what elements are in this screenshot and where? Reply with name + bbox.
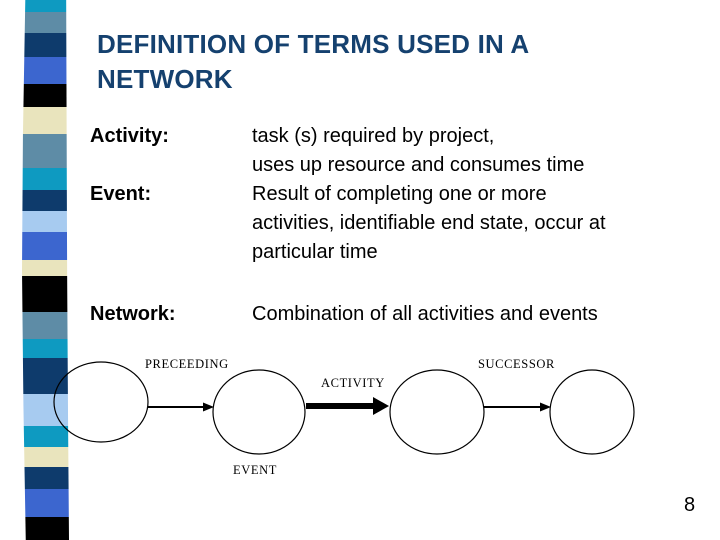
event-node-ellipse: [212, 369, 306, 455]
term-definition: Result of completing one or more activit…: [252, 183, 606, 263]
successor-label: SUCCESSOR: [478, 357, 555, 371]
definitions-list: Activity: task (s) required by project, u…: [90, 122, 690, 329]
strip-segment: [22, 84, 69, 107]
strip-segment: [22, 12, 69, 33]
end-event-node-ellipse: [549, 369, 635, 455]
strip-segment: [22, 489, 69, 517]
strip-segment: [22, 394, 69, 426]
strip-segment: [22, 107, 69, 134]
strip-segment: [22, 57, 69, 84]
term-definition: task (s) required by project, uses up re…: [252, 125, 585, 176]
strip-segment: [22, 467, 69, 489]
activity-arrow-head: [373, 397, 389, 415]
strip-segment: [22, 358, 69, 394]
definition-row: Event: Result of completing one or more a…: [90, 180, 690, 267]
strip-segment: [22, 260, 69, 276]
strip-segment: [22, 33, 69, 57]
strip-segment: [22, 232, 69, 260]
strip-segment: [22, 168, 69, 190]
preceding-arrow-head: [203, 402, 214, 412]
decorative-color-strip: [22, 0, 69, 540]
event-label: EVENT: [233, 463, 277, 477]
slide-title-line-1: DEFINITION OF TERMS USED IN A: [97, 29, 530, 59]
strip-segment: [22, 276, 69, 312]
strip-segment: [22, 339, 69, 358]
strip-segment: [22, 0, 69, 12]
strip-segment: [22, 312, 69, 339]
strip-segment: [22, 426, 69, 447]
strip-segment: [22, 211, 69, 232]
term-label: Event:: [90, 183, 152, 205]
preceeding-label: PRECEEDING: [145, 357, 229, 371]
successor-event-node-ellipse: [389, 369, 485, 455]
preceding-event-node-ellipse: [53, 361, 149, 443]
slide-title: DEFINITION OF TERMS USED IN A NETWORK: [97, 27, 677, 97]
strip-segment: [22, 447, 69, 467]
successor-arrow-head: [540, 402, 551, 412]
definition-row: Network: Combination of all activities an…: [90, 300, 690, 329]
activity-label: ACTIVITY: [321, 376, 385, 390]
page-number: 8: [684, 494, 696, 516]
slide-title-line-2: NETWORK: [97, 64, 233, 94]
term-label: Activity:: [90, 125, 169, 147]
strip-segment: [22, 190, 69, 211]
term-definition: Combination of all activities and events: [252, 303, 598, 325]
definition-row: Activity: task (s) required by project, u…: [90, 122, 690, 180]
strip-segment: [22, 517, 69, 540]
strip-segment: [22, 134, 69, 168]
term-label: Network:: [90, 303, 176, 325]
